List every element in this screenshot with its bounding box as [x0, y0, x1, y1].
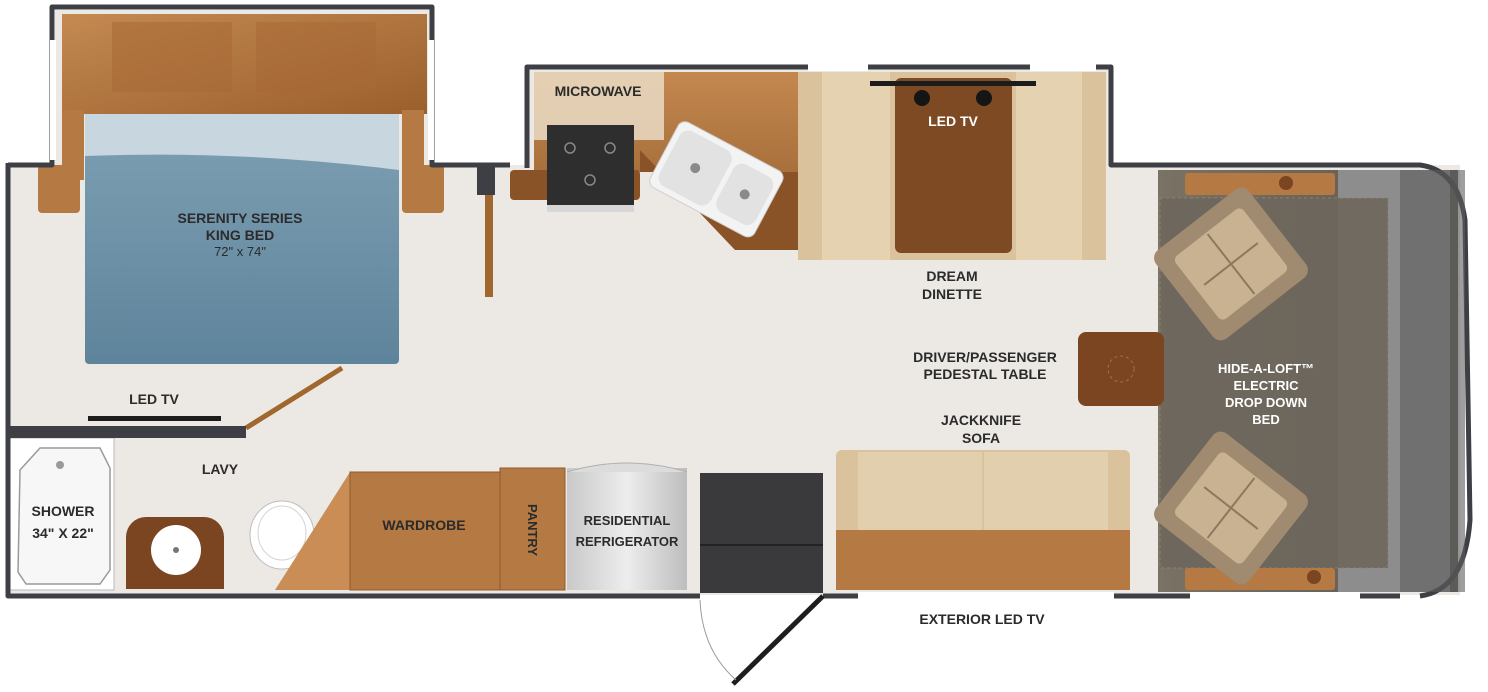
bed-size-label: 72" x 74" [214, 244, 266, 259]
entry-door [699, 594, 825, 686]
dinette-tv-icon [870, 81, 1036, 86]
passenger-seat [1154, 431, 1308, 585]
windows [50, 40, 1360, 600]
pantry [499, 467, 566, 591]
exterior-tv-label: EXTERIOR LED TV [919, 611, 1045, 627]
driver-seat [1154, 187, 1308, 341]
storage: WARDROBE PANTRY RESIDENTIAL REFRIGERATOR [275, 462, 823, 593]
dinette: LED TV DREAM DINETTE [798, 72, 1106, 302]
bed-label-line2: KING BED [206, 227, 274, 243]
sofa-label-line1: JACKKNIFE [941, 412, 1021, 428]
wardrobe [349, 471, 501, 591]
loft-label-line1: HIDE-A-LOFT™ [1218, 361, 1314, 376]
pantry-label: PANTRY [525, 504, 540, 556]
lavy-label: LAVY [202, 461, 239, 477]
shower-label-line2: 34" X 22" [32, 525, 94, 541]
partitions [8, 165, 495, 438]
double-sink [649, 121, 784, 238]
refrigerator-label-line2: REFRIGERATOR [576, 534, 679, 549]
microwave-label: MICROWAVE [555, 83, 642, 99]
wardrobe-label: WARDROBE [382, 517, 465, 533]
dinette-tv-label: LED TV [928, 113, 978, 129]
bedroom: SERENITY SERIES KING BED 72" x 74" LED T… [38, 14, 444, 431]
jackknife-sofa: JACKKNIFE SOFA [836, 412, 1130, 590]
refrigerator-label-line1: RESIDENTIAL [584, 513, 671, 528]
galley: MICROWAVE [510, 72, 798, 250]
loft-label-line2: ELECTRIC [1234, 378, 1300, 393]
bedroom-tv-label: LED TV [129, 391, 179, 407]
cooktop [547, 125, 634, 212]
pedestal-table: DRIVER/PASSENGER PEDESTAL TABLE [913, 332, 1164, 406]
pedestal-table-label-line2: PEDESTAL TABLE [924, 366, 1047, 382]
loft-label-line3: DROP DOWN [1225, 395, 1307, 410]
king-bed: SERENITY SERIES KING BED 72" x 74" [85, 114, 399, 364]
dinette-label-line2: DINETTE [922, 286, 982, 302]
dinette-table [895, 78, 1012, 253]
dinette-label-line1: DREAM [926, 268, 977, 284]
entry-step [700, 473, 823, 593]
bedroom-door [244, 365, 344, 431]
shower-label-line1: SHOWER [32, 503, 95, 519]
residential-refrigerator: RESIDENTIAL REFRIGERATOR [566, 462, 688, 590]
loft-label-line4: BED [1252, 412, 1279, 427]
bed-label-line1: SERENITY SERIES [177, 210, 302, 226]
bath-door-cabinet [275, 472, 350, 590]
shower [17, 447, 111, 585]
pedestal-table-label-line1: DRIVER/PASSENGER [913, 349, 1057, 365]
bedroom-tv-icon [88, 416, 221, 421]
sofa-label-line2: SOFA [962, 430, 1000, 446]
